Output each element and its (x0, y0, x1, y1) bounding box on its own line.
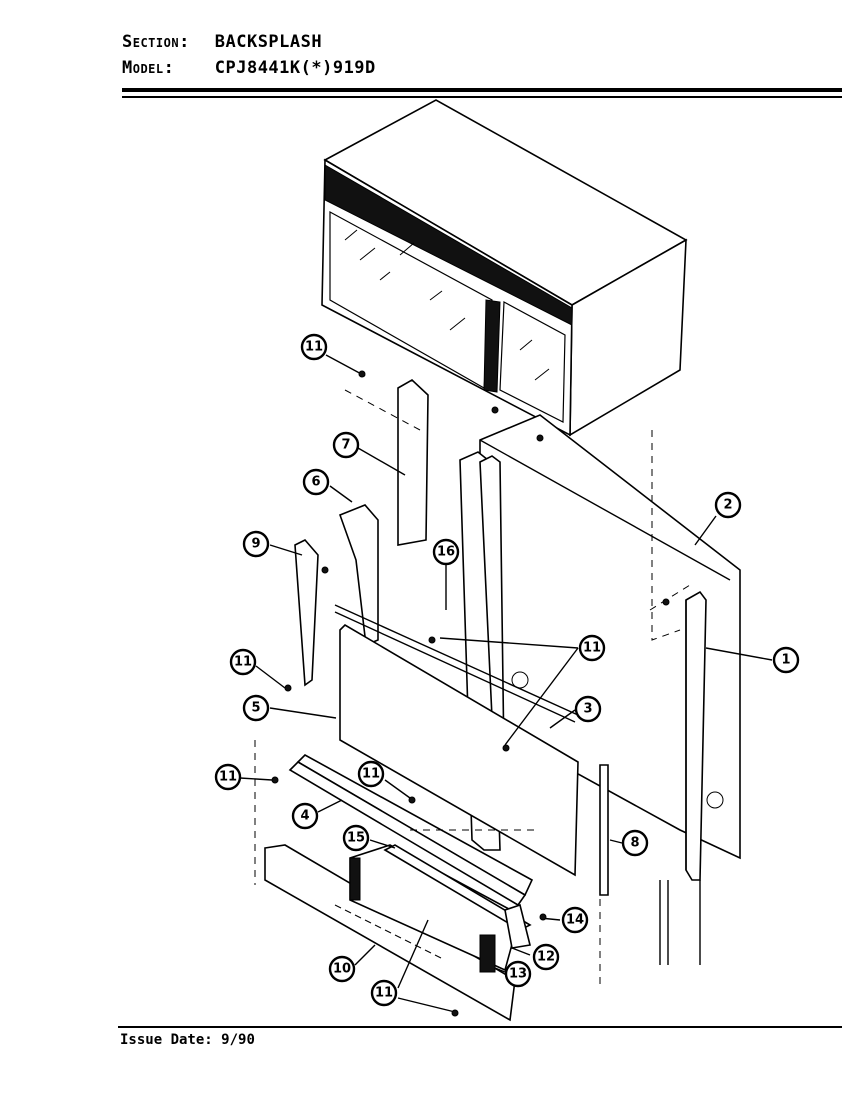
leader-lines (239, 354, 773, 1013)
model-label: Model: (122, 58, 175, 78)
header-rule-thin (122, 96, 842, 98)
svg-text:10: 10 (333, 962, 351, 977)
section-label: Section: (122, 32, 190, 52)
screws (271, 370, 670, 1017)
svg-text:2: 2 (723, 498, 732, 513)
model-value: CPJ8441K(*)919D (214, 58, 376, 78)
svg-text:4: 4 (300, 809, 309, 824)
svg-text:11: 11 (375, 986, 393, 1001)
svg-text:14: 14 (566, 913, 584, 928)
callout-9: 9 (242, 530, 270, 558)
callout-7: 7 (332, 431, 360, 459)
section-value: BACKSPLASH (214, 32, 323, 52)
callout-5: 5 (242, 694, 270, 722)
callout-11-f: 11 (370, 979, 398, 1007)
callout-10: 10 (328, 955, 356, 983)
callout-13: 13 (504, 960, 532, 988)
hidden-lines (254, 389, 691, 990)
svg-text:11: 11 (234, 655, 252, 670)
footer-rule (118, 1026, 842, 1028)
svg-text:5: 5 (251, 701, 260, 716)
svg-text:8: 8 (630, 836, 639, 851)
callout-6: 6 (302, 468, 330, 496)
header-rule-thick (122, 88, 842, 92)
svg-text:1: 1 (781, 653, 790, 668)
callout-1: 1 (772, 646, 800, 674)
model-heading: Model: CPJ8441K(*)919D (122, 58, 376, 78)
svg-text:3: 3 (583, 702, 592, 717)
trim-rail (288, 754, 609, 907)
microwave-unit (321, 99, 688, 437)
svg-text:11: 11 (583, 641, 601, 656)
section-heading: Section: BACKSPLASH (122, 32, 322, 52)
control-panel (264, 844, 532, 1022)
callout-12: 12 (532, 943, 560, 971)
svg-text:9: 9 (251, 537, 260, 552)
callout-3: 3 (574, 695, 602, 723)
left-uprights (294, 504, 379, 687)
svg-text:12: 12 (537, 950, 555, 965)
callout-15: 15 (342, 824, 370, 852)
callout-14: 14 (561, 906, 589, 934)
callout-16: 16 (432, 538, 460, 566)
issue-label: Issue Date: (120, 1032, 213, 1048)
callout-11-a: 11 (300, 333, 328, 361)
callout-11-b: 11 (578, 634, 606, 662)
callout-11-d: 11 (214, 763, 242, 791)
backsplash-panel (334, 604, 579, 877)
svg-text:6: 6 (311, 475, 320, 490)
svg-text:13: 13 (509, 967, 527, 982)
svg-text:11: 11 (305, 340, 323, 355)
svg-text:15: 15 (347, 831, 365, 846)
issue-value: 9/90 (221, 1032, 255, 1048)
svg-text:11: 11 (362, 767, 380, 782)
callout-11-c: 11 (229, 648, 257, 676)
side-channel (659, 590, 707, 965)
callout-4: 4 (291, 802, 319, 830)
svg-text:11: 11 (219, 770, 237, 785)
svg-text:16: 16 (437, 545, 455, 560)
callout-11-e: 11 (357, 760, 385, 788)
callout-2: 2 (714, 491, 742, 519)
issue-date: Issue Date: 9/90 (120, 1032, 255, 1048)
callout-8: 8 (621, 829, 649, 857)
svg-text:7: 7 (341, 438, 350, 453)
